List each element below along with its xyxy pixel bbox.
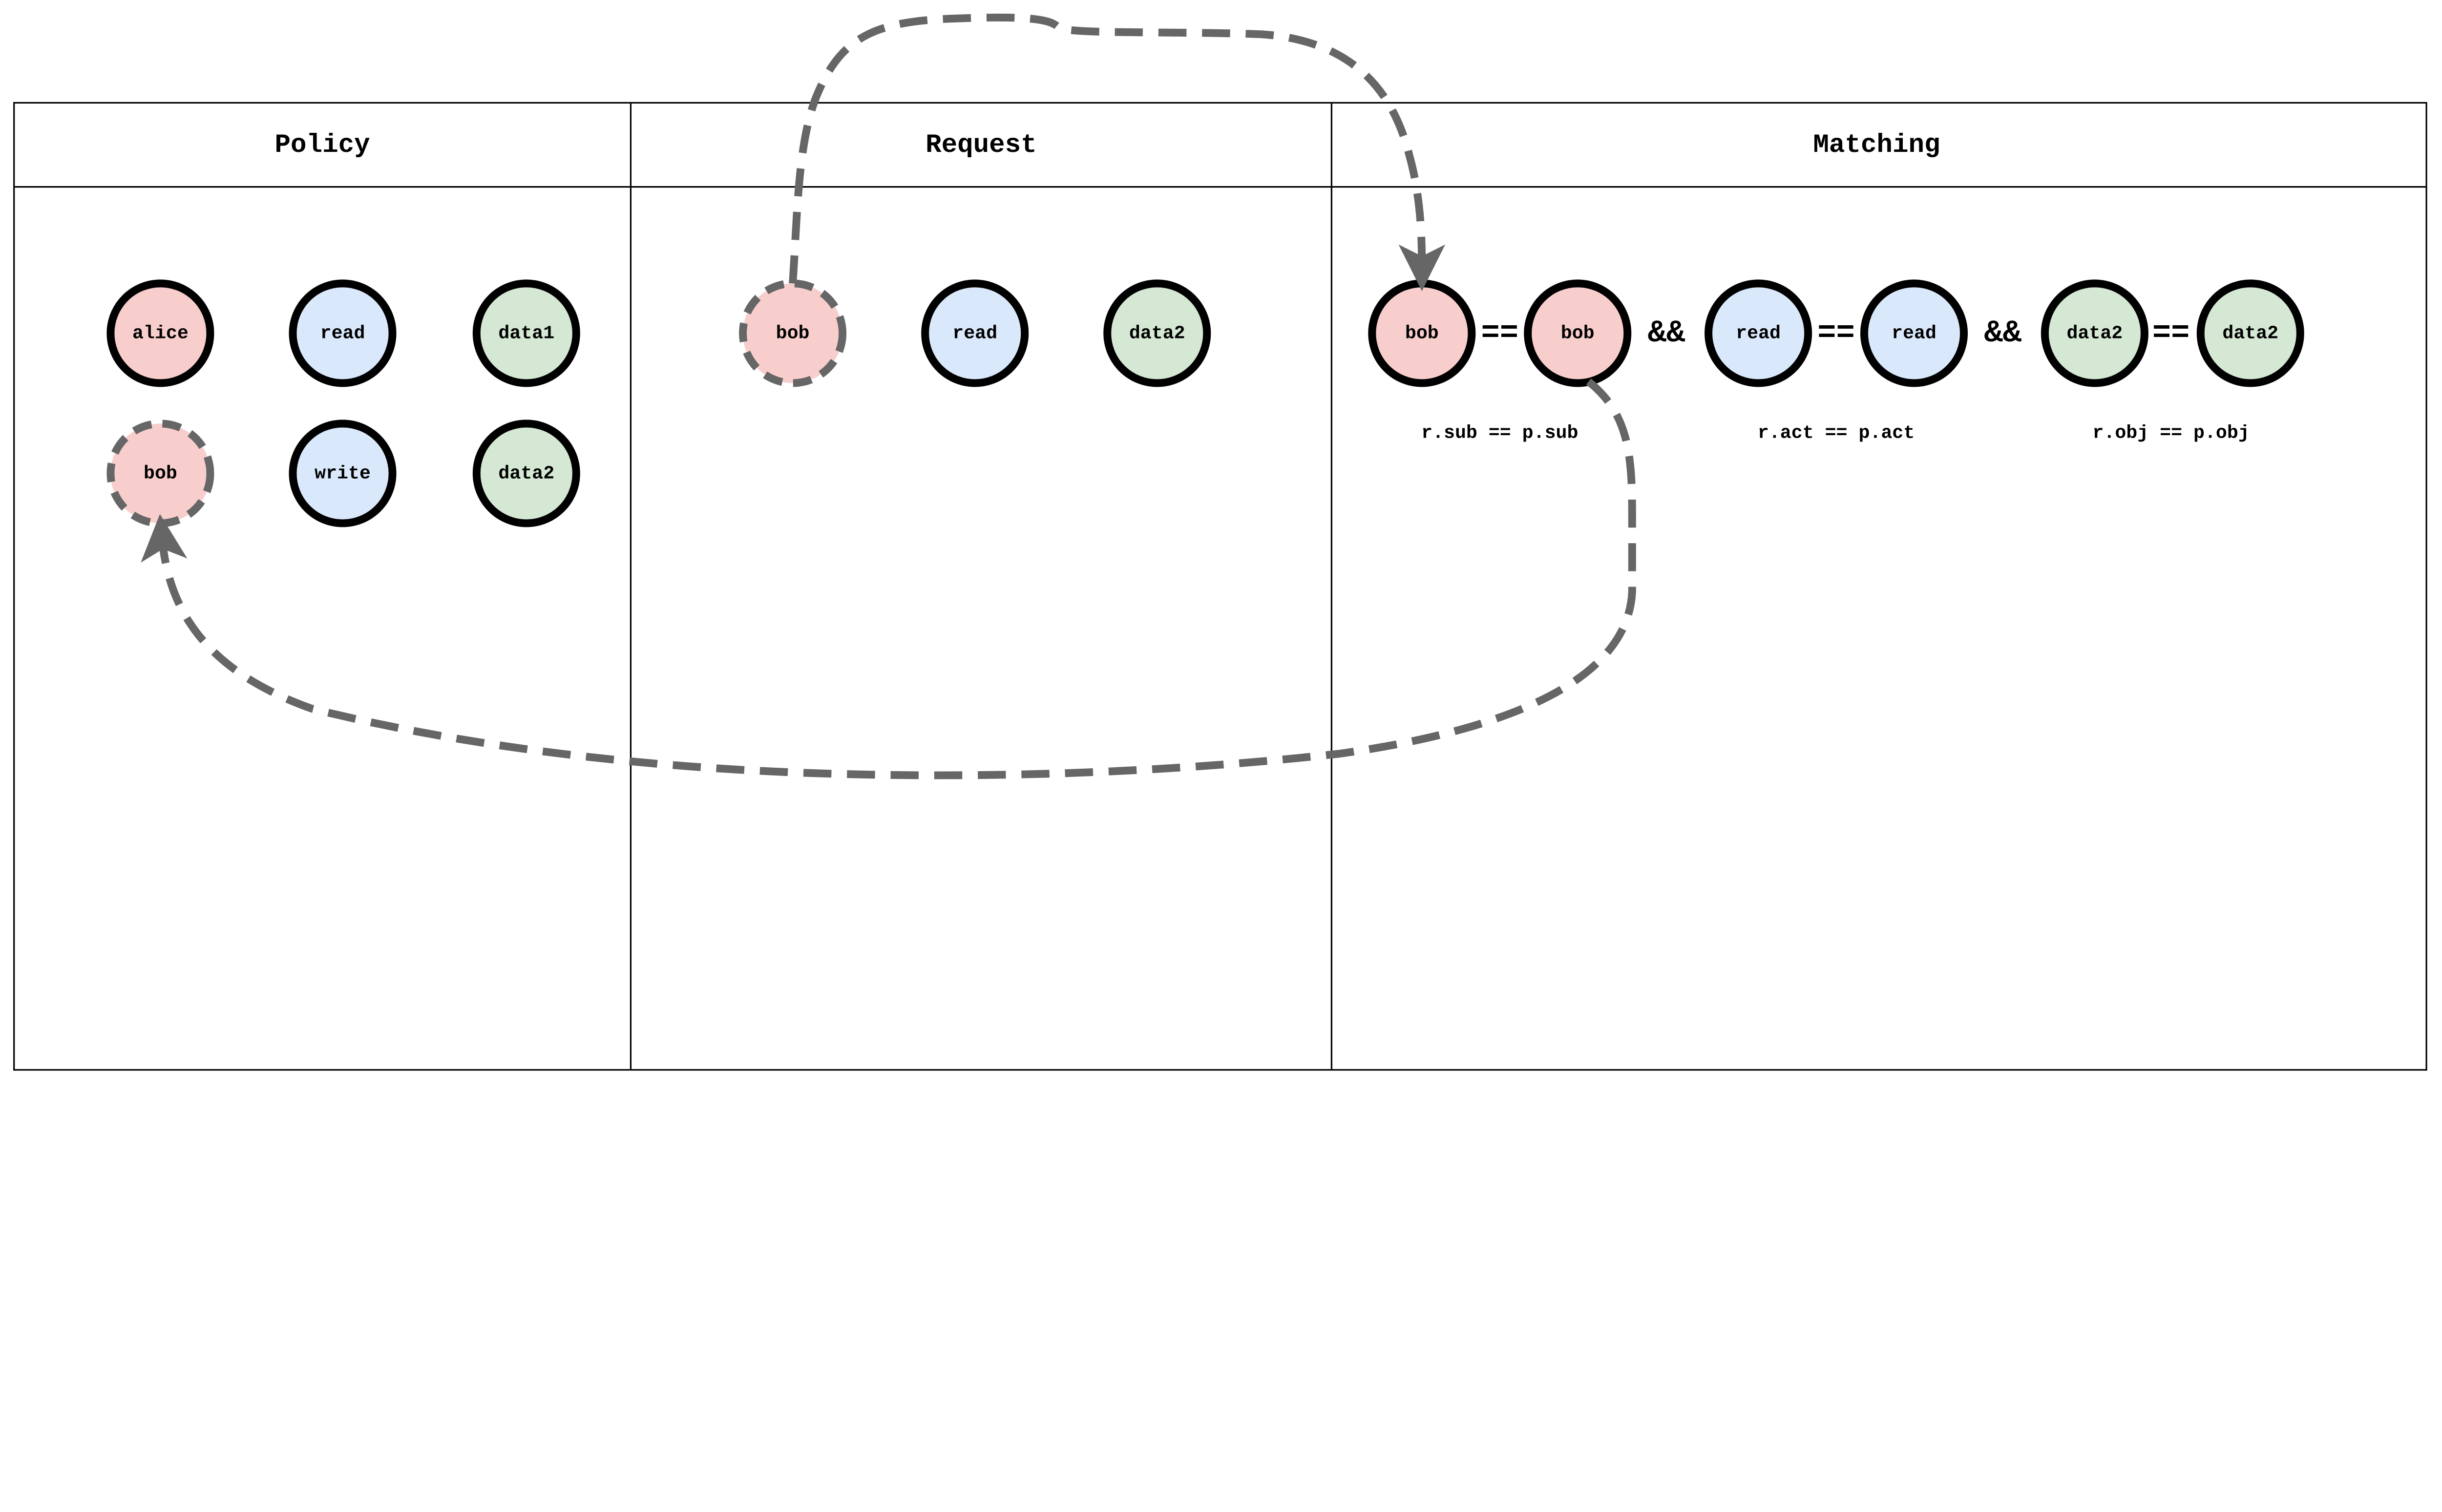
equals-operator: ==: [1481, 316, 1519, 351]
diagram: Policy Request Matching alice read data1…: [13, 13, 2427, 1071]
equals-operator: ==: [2152, 316, 2190, 351]
node-label: data2: [2066, 323, 2123, 344]
node-label: read: [1892, 323, 1937, 344]
matching-node: bob: [1524, 279, 1632, 387]
node-label: bob: [1405, 323, 1439, 344]
matching-node: read: [1860, 279, 1968, 387]
request-node-highlighted: bob: [739, 279, 847, 387]
policy-node: write: [289, 420, 397, 527]
policy-node: data1: [472, 279, 580, 387]
matching-node: data2: [2196, 279, 2304, 387]
request-to-matching-arrow: [789, 13, 1446, 292]
policy-node: data2: [472, 420, 580, 527]
and-operator: &&: [1984, 316, 2021, 351]
node-label: bob: [144, 463, 177, 484]
policy-title: Policy: [275, 130, 370, 160]
expression-label: r.sub == p.sub: [1421, 423, 1578, 444]
expression-label: r.obj == p.obj: [2092, 423, 2249, 444]
node-label: bob: [1561, 323, 1595, 344]
request-node: data2: [1103, 279, 1211, 387]
node-label: write: [315, 463, 371, 484]
request-node: read: [921, 279, 1029, 387]
node-label: data2: [498, 463, 554, 484]
policy-node-highlighted: bob: [106, 420, 214, 527]
diagram-frame: [13, 102, 2427, 1071]
node-label: read: [1736, 323, 1781, 344]
request-title: Request: [926, 130, 1037, 160]
matching-node: read: [1705, 279, 1812, 387]
matching-to-policy-arrow: [141, 378, 1636, 779]
equals-operator: ==: [1817, 316, 1855, 351]
node-label: data2: [2222, 323, 2278, 344]
matching-node: data2: [2041, 279, 2148, 387]
node-label: data1: [498, 323, 554, 344]
node-label: alice: [132, 323, 189, 344]
matching-title: Matching: [1813, 130, 1940, 160]
node-label: bob: [776, 323, 810, 344]
policy-node: alice: [106, 279, 214, 387]
policy-node: read: [289, 279, 397, 387]
expression-label: r.act == p.act: [1758, 423, 1915, 444]
node-label: read: [952, 323, 997, 344]
and-operator: &&: [1648, 316, 1685, 351]
matching-node: bob: [1368, 279, 1476, 387]
node-label: data2: [1129, 323, 1185, 344]
node-label: read: [320, 323, 365, 344]
